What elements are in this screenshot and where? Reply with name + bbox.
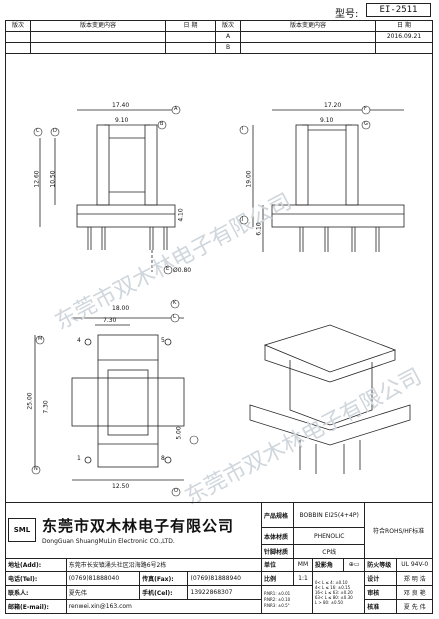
dim-bot-d2: 25.00 xyxy=(26,392,34,410)
unit-value: MM xyxy=(293,557,313,573)
pin-8: 8 xyxy=(161,455,165,462)
material-value: PHENOLIC xyxy=(293,527,366,545)
callout-n: N xyxy=(34,466,38,472)
design-value: 郑 明 浩 xyxy=(396,571,433,587)
dim-bot-d4: 5.00 xyxy=(175,426,183,440)
table-row: B xyxy=(5,42,433,54)
approve-value: 夏 先 伟 xyxy=(396,599,433,614)
flame-value: UL 94V-0 xyxy=(396,557,433,573)
bobbin-left-flange xyxy=(96,124,110,206)
dim-bot-d1: 7.30 xyxy=(103,317,117,324)
tol-1: 0< L ≤ 4: ±0.10 xyxy=(314,580,348,586)
mobile-value: 13922868307 xyxy=(187,585,262,601)
address-label: 地址(Add): xyxy=(5,557,67,573)
dim-pin-d: Ø0.80 xyxy=(173,267,192,274)
contact-value: 夏先伟 xyxy=(65,585,141,601)
address-value: 东莞市长安镇涌头社区沿海路6号2栋 xyxy=(65,557,262,573)
pin-1: 1 xyxy=(77,455,81,462)
tol-2: 4< L ≤ 16: ±0.15 xyxy=(314,585,351,591)
dim-side-width: 17.20 xyxy=(324,102,342,109)
model-value: EI-2511 xyxy=(366,3,431,17)
contact-label: 联系人: xyxy=(5,585,67,601)
dim-top-width: 17.40 xyxy=(112,102,130,109)
flame-label: 防火等级 xyxy=(364,557,398,573)
company-name-cn: 东莞市双木林电子有限公司 xyxy=(42,517,235,536)
pin-material-value: CP线 xyxy=(293,543,366,559)
tol-4: 63< L ≤ 80: ±0.30 xyxy=(314,595,353,601)
check-label: 审核 xyxy=(364,585,398,601)
dim-left-h1: 12.60 xyxy=(33,170,41,188)
dim-bot-width: 18.00 xyxy=(112,305,130,312)
callout-j: J xyxy=(242,216,244,222)
callout-k: K xyxy=(173,300,177,306)
ratio-value: 1:1 xyxy=(293,571,313,587)
callout-a: A xyxy=(174,106,178,112)
model-label: 型号: xyxy=(335,9,359,20)
dim-pin-d-value: 0.80 xyxy=(177,267,192,274)
tolerance-cell: 0< L ≤ 4: ±0.10 4< L ≤ 16: ±0.15 16< L ≤… xyxy=(311,571,366,614)
callout-f: F xyxy=(364,106,367,112)
tol-3: 16< L ≤ 63: ±0.20 xyxy=(314,590,353,596)
mobile-label: 手机(Cel): xyxy=(139,585,189,601)
projection-icon: ⊕▭ xyxy=(343,557,366,573)
ratio-label: 比例 xyxy=(260,571,295,587)
dim-bot-d3: 7.30 xyxy=(42,400,50,414)
callout-d: D xyxy=(53,128,57,134)
tolp-3: P.NR3: ±0.5° xyxy=(263,602,290,608)
product-label: 产品规格 xyxy=(260,501,295,529)
rev-cell-version: B xyxy=(215,42,241,54)
tolp-1: P.NR1: ±0.01 xyxy=(263,590,291,596)
dim-bot-d5: 12.50 xyxy=(112,483,130,490)
email-value: renwei.xin@163.com xyxy=(65,599,262,614)
design-label: 设计 xyxy=(364,571,398,587)
table-row: A 2016.09.21 xyxy=(5,31,433,43)
pin-4: 4 xyxy=(77,337,81,344)
callout-g: G xyxy=(364,121,368,127)
revision-table: 版次 版本变更内容 日 期 版次 版本变更内容 日 期 A 2016.09.21… xyxy=(5,20,433,54)
tel-value: (0769)81888040 xyxy=(65,571,141,587)
rohs-note: 符合ROHS/HF标准 xyxy=(364,502,433,559)
dim-side-h1: 19.00 xyxy=(245,170,253,188)
projection-label: 投影角 xyxy=(311,557,345,573)
check-value: 邓 良 艳 xyxy=(396,585,433,601)
tolp-2: P.NR2: ±0.10 xyxy=(263,596,291,602)
material-label: 本体材质 xyxy=(260,527,295,545)
pin-material-label: 针脚材质 xyxy=(260,543,295,559)
title-block: SML 东莞市双木林电子有限公司 DongGuan ShuangMuLin El… xyxy=(5,501,433,614)
tol-5: L > 80: ±0.50 xyxy=(314,600,343,606)
company-cell: SML 东莞市双木林电子有限公司 DongGuan ShuangMuLin El… xyxy=(5,502,262,559)
approve-label: 核准 xyxy=(364,599,398,614)
callout-i: I xyxy=(242,126,244,132)
bobbin-right-flange xyxy=(144,124,158,206)
company-name-en: DongGuan ShuangMuLin Electronic CO.,LTD. xyxy=(42,538,175,546)
fax-value: (0769)81888940 xyxy=(187,571,262,587)
callout-o: O xyxy=(174,488,178,494)
callout-m: M xyxy=(38,336,43,342)
email-label: 邮箱(E-mail): xyxy=(5,599,67,614)
callout-c: C xyxy=(36,128,40,134)
rev-cell xyxy=(375,42,433,54)
dim-left-h3: 4.10 xyxy=(177,208,185,222)
callout-e: E xyxy=(166,266,170,272)
dim-left-h2: 10.50 xyxy=(49,170,57,188)
tel-label: 电话(Tel): xyxy=(5,571,67,587)
callout-l: L xyxy=(173,314,176,320)
dim-side-inner: 9.10 xyxy=(320,117,334,124)
bobbin-base xyxy=(76,204,176,228)
pin-5: 5 xyxy=(161,337,165,344)
tolerance-p-cell: P.NR1: ±0.01 P.NR2: ±0.10 P.NR3: ±0.5° xyxy=(260,585,313,614)
watermark-text-2: 东莞市双木林电子有限公司 xyxy=(181,364,426,510)
unit-label: 单位 xyxy=(260,557,295,573)
fax-label: 传真(Fax): xyxy=(139,571,189,587)
company-logo: SML xyxy=(8,518,36,543)
dim-top-inner: 9.10 xyxy=(115,117,129,124)
product-value: BOBBIN EI25(4+4P) xyxy=(293,501,366,529)
dim-side-h2: 6.10 xyxy=(255,222,263,236)
callout-b: B xyxy=(160,121,164,127)
